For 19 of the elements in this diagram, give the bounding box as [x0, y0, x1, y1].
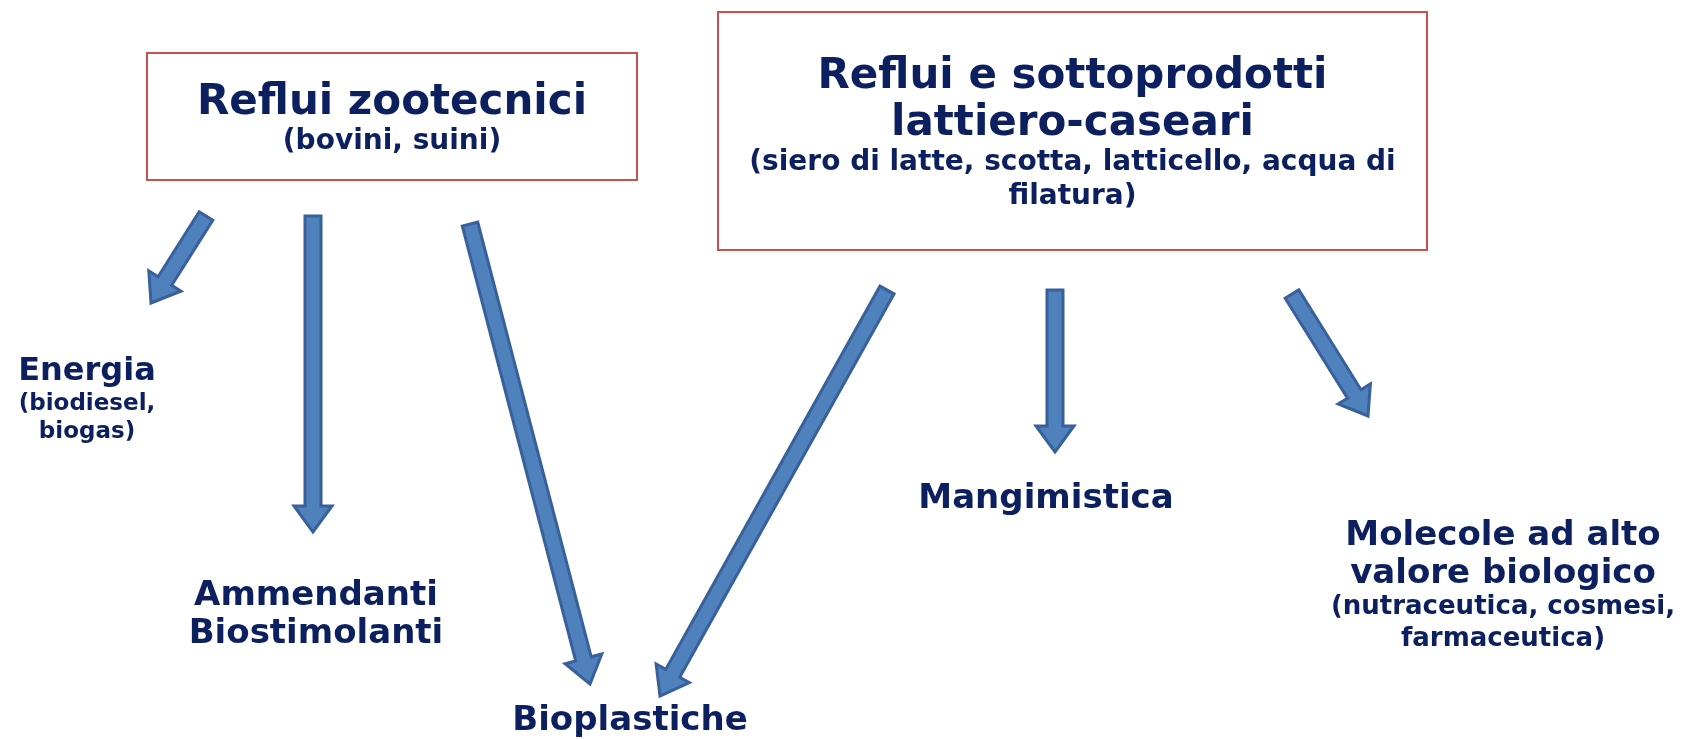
block-arrow	[654, 284, 897, 699]
heading: Reflui zootecnici	[196, 75, 588, 123]
source-box	[717, 11, 1428, 251]
subheading: (nutraceutica, cosmesi, farmaceutica)	[1329, 590, 1677, 654]
heading: Molecole ad alto valore biologico	[1344, 514, 1662, 591]
block-arrow	[147, 209, 215, 306]
heading: Ammendanti Biostimolanti	[187, 573, 445, 651]
subheading: (bovini, suini)	[282, 122, 502, 158]
heading: Reflui e sottoprodotti lattiero-caseari	[816, 49, 1329, 144]
block-arrow	[1033, 288, 1077, 455]
subheading: (biodiesel, biogas)	[17, 387, 157, 444]
heading: Energia	[18, 352, 156, 388]
heading: Mangimistica	[918, 476, 1174, 516]
block-arrow	[291, 214, 335, 535]
block-arrow	[460, 220, 605, 687]
block-arrow	[1283, 287, 1373, 419]
subheading: (siero di latte, scotta, latticello, acqua di filatura)	[748, 143, 1397, 213]
heading: Bioplastiche	[512, 699, 748, 738]
source-box	[146, 52, 638, 181]
